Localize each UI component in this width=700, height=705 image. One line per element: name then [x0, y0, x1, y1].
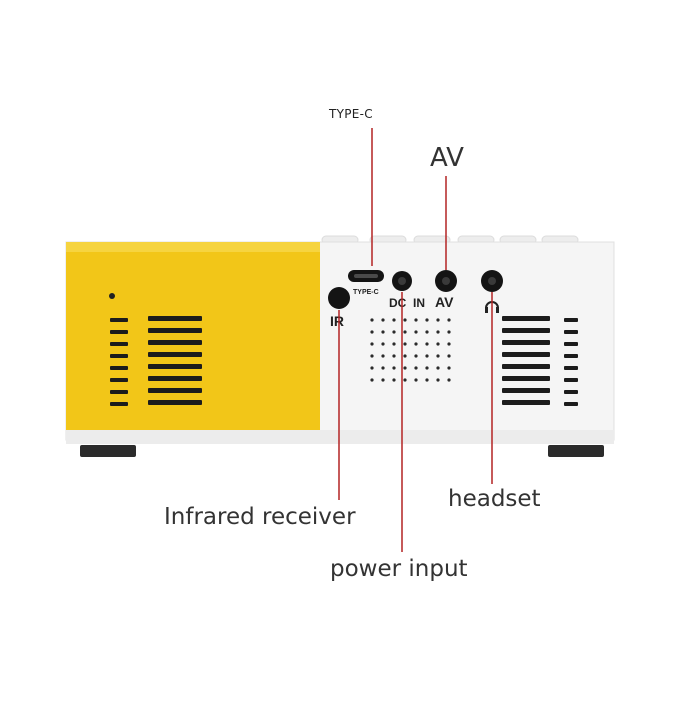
- right-vent: [502, 316, 578, 406]
- ir-receiver: [328, 287, 350, 309]
- grille-dot: [447, 378, 451, 382]
- grille-dot: [392, 330, 396, 334]
- grille-dot: [403, 342, 407, 346]
- speaker-grille: [370, 318, 451, 382]
- grille-dot: [447, 354, 451, 358]
- grille-dot: [414, 366, 418, 370]
- grille-dot: [392, 342, 396, 346]
- grille-dot: [425, 378, 429, 382]
- callout-lines: [338, 128, 493, 552]
- grille-dot: [392, 366, 396, 370]
- grille-dot: [447, 366, 451, 370]
- grille-dot: [414, 378, 418, 382]
- grille-dot: [436, 318, 440, 322]
- grille-dot: [436, 378, 440, 382]
- callout-headset: headset: [448, 486, 541, 512]
- panel-label-dc-in: DC IN: [389, 296, 425, 310]
- grille-dot: [381, 366, 385, 370]
- grille-dot: [370, 378, 374, 382]
- grille-dot: [381, 342, 385, 346]
- yellow-panel-shade: [66, 242, 320, 252]
- grille-dot: [436, 330, 440, 334]
- callout-av: AV: [430, 143, 464, 173]
- grille-dot: [370, 366, 374, 370]
- grille-dot: [381, 378, 385, 382]
- grille-dot: [392, 318, 396, 322]
- grille-dot: [414, 318, 418, 322]
- grille-dot: [447, 330, 451, 334]
- indicator-light: [109, 293, 115, 299]
- panel-label-ir: IR: [330, 313, 344, 329]
- grille-dot: [425, 366, 429, 370]
- grille-dot: [370, 342, 374, 346]
- grille-dot: [403, 318, 407, 322]
- callout-infrared-receiver: Infrared receiver: [164, 504, 356, 530]
- grille-dot: [425, 318, 429, 322]
- panel-label-av: AV: [435, 294, 454, 310]
- right-foot: [548, 445, 604, 457]
- left-vent: [110, 316, 202, 406]
- left-foot: [80, 445, 136, 457]
- grille-dot: [425, 330, 429, 334]
- grille-dot: [403, 354, 407, 358]
- grille-dot: [403, 330, 407, 334]
- bottom-rim: [66, 430, 614, 444]
- grille-dot: [370, 354, 374, 358]
- grille-dot: [370, 318, 374, 322]
- grille-dot: [425, 354, 429, 358]
- grille-dot: [436, 366, 440, 370]
- grille-dot: [425, 342, 429, 346]
- grille-dot: [392, 354, 396, 358]
- grille-dot: [381, 318, 385, 322]
- grille-dot: [414, 342, 418, 346]
- grille-dot: [403, 366, 407, 370]
- grille-dot: [370, 330, 374, 334]
- grille-dot: [403, 378, 407, 382]
- grille-dot: [414, 330, 418, 334]
- grille-dot: [436, 342, 440, 346]
- grille-dot: [447, 318, 451, 322]
- callout-typec: TYPE-C: [329, 107, 373, 121]
- callout-power-input: power input: [330, 556, 468, 582]
- grille-dot: [381, 330, 385, 334]
- grille-dot: [436, 354, 440, 358]
- grille-dot: [381, 354, 385, 358]
- grille-dot: [447, 342, 451, 346]
- grille-dot: [392, 378, 396, 382]
- panel-label-typec: TYPE-C: [353, 289, 379, 296]
- grille-dot: [414, 354, 418, 358]
